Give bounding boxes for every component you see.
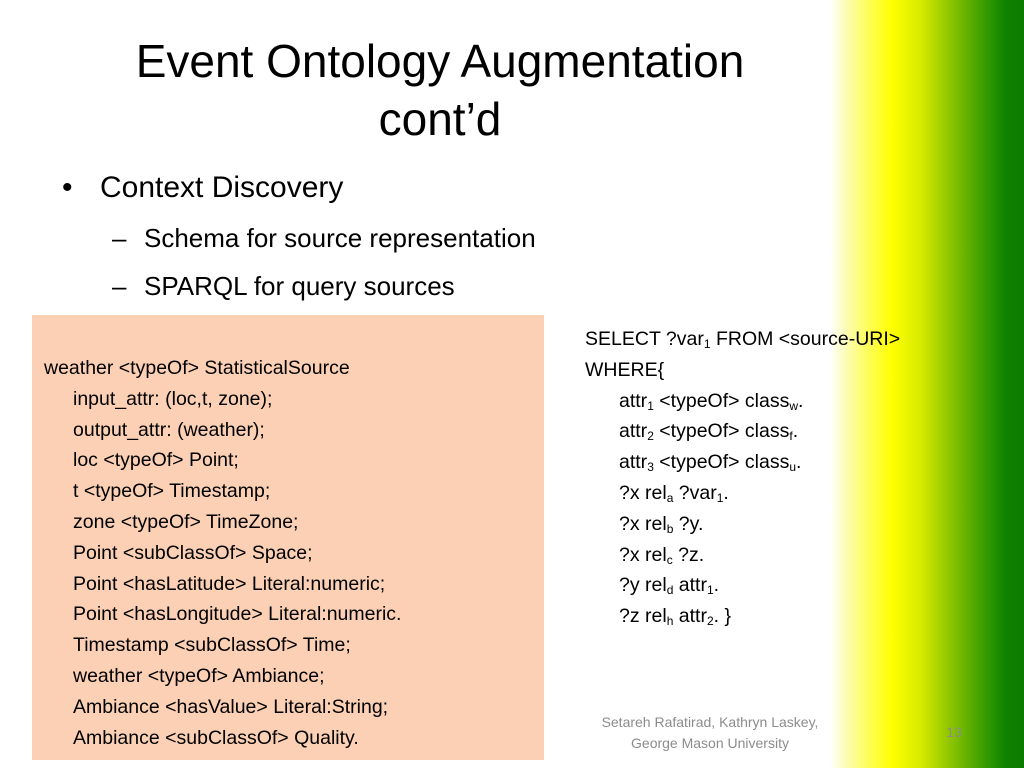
schema-line: loc <typeOf> Point; (73, 449, 239, 472)
query-text: WHERE{ (585, 358, 665, 381)
query-text: . (713, 574, 720, 597)
schema-line: Timestamp <subClassOf> Time; (73, 634, 351, 657)
sub-bullet-schema: – Schema for source representation (60, 220, 820, 256)
query-line: ?x relb ?y. (585, 509, 965, 540)
query-text: attr (619, 420, 648, 443)
footer-line-2: George Mason University (631, 735, 789, 751)
sub-bullet-text: Schema for source representation (144, 223, 536, 253)
query-line: attr3 <typeOf> classu. (585, 447, 965, 478)
bullet-dot-icon: • (62, 171, 73, 204)
query-text: FROM <source-URI> (710, 328, 901, 350)
side-gradient-band (830, 0, 1024, 768)
schema-line: Ambiance <hasValue> Literal:String; (73, 695, 389, 718)
dash-icon: – (112, 223, 127, 253)
query-subscript: w (789, 398, 799, 413)
slide-title: Event Ontology Augmentation cont’d (40, 32, 840, 148)
query-subscript: c (666, 552, 673, 567)
query-text: . } (713, 605, 732, 628)
sub-bullet-sparql: – SPARQL for query sources (60, 268, 820, 304)
query-subscript: h (666, 614, 674, 629)
footer-authors: Setareh Rafatirad, Kathryn Laskey, Georg… (574, 712, 846, 754)
schema-line: Point <hasLatitude> Literal:numeric; (73, 572, 386, 595)
query-text: ?y rel (619, 574, 667, 597)
query-text: . (796, 451, 802, 474)
query-text: ?var (673, 481, 717, 504)
schema-line: output_attr: (weather); (73, 418, 265, 441)
schema-line: input_attr: (loc,t, zone); (73, 387, 273, 410)
schema-line: Ambiance <subClassOf> Quality. (73, 726, 359, 749)
query-text: <typeOf> class (653, 451, 790, 474)
schema-line: Point <hasLongitude> Literal:numeric. (73, 603, 402, 626)
query-subscript: u (789, 460, 797, 475)
query-text: SELECT ?var (585, 328, 704, 350)
query-line: attr2 <typeOf> classf. (585, 416, 965, 447)
query-text: attr (673, 605, 707, 628)
query-subscript: d (666, 583, 674, 598)
slide-title-line-2: cont’d (378, 93, 502, 145)
query-line: ?x relc ?z. (585, 540, 965, 571)
source-schema-box: weather <typeOf> StatisticalSource input… (32, 315, 544, 760)
schema-line: zone <typeOf> TimeZone; (73, 510, 299, 533)
query-subscript: 1 (706, 583, 714, 598)
query-text: attr (619, 451, 648, 474)
query-text: ?y. (673, 512, 704, 535)
query-subscript: 1 (716, 490, 724, 505)
query-text: <typeOf> class (653, 389, 790, 412)
slide-title-line-1: Event Ontology Augmentation (135, 35, 745, 87)
query-text: attr (673, 574, 707, 597)
query-subscript: 3 (647, 460, 654, 475)
query-subscript: 1 (703, 337, 711, 351)
sub-bullet-text: SPARQL for query sources (144, 271, 455, 301)
query-subscript: 1 (647, 398, 654, 413)
schema-line: t <typeOf> Timestamp; (73, 480, 271, 503)
query-text: ?z. (672, 543, 705, 566)
bullet-context-discovery: • Context Discovery (60, 166, 820, 210)
query-text: ?z rel (619, 605, 667, 628)
query-subscript: a (666, 490, 674, 505)
query-text: . (723, 481, 729, 504)
bullet-list: • Context Discovery – Schema for source … (60, 166, 820, 304)
query-line: ?y reld attr1. (585, 570, 965, 601)
query-text: <typeOf> class (653, 420, 790, 443)
page-number: 13 (946, 724, 962, 740)
query-text: . (798, 389, 804, 412)
bullet-text: Context Discovery (100, 171, 344, 204)
query-text: . (792, 420, 799, 443)
query-line-where: WHERE{ (585, 355, 965, 386)
dash-icon: – (112, 271, 127, 301)
query-subscript: f (789, 429, 793, 444)
query-line: ?z relh attr2. } (585, 601, 965, 632)
query-line: attr1 <typeOf> classw. (585, 386, 965, 417)
query-subscript: 2 (647, 429, 654, 444)
query-text: ?x rel (619, 512, 667, 535)
schema-header-line: weather <typeOf> StatisticalSource (44, 357, 350, 379)
query-line-select: SELECT ?var1 FROM <source-URI> (585, 324, 965, 355)
footer-line-1: Setareh Rafatirad, Kathryn Laskey, (601, 714, 819, 730)
query-subscript: b (666, 521, 674, 536)
query-text: attr (619, 389, 648, 412)
schema-line: Point <subClassOf> Space; (73, 541, 313, 564)
query-line: ?x rela ?var1. (585, 478, 965, 509)
query-text: ?x rel (619, 543, 667, 566)
query-subscript: 2 (706, 614, 714, 629)
sparql-query-block: SELECT ?var1 FROM <source-URI> WHERE{ at… (585, 324, 965, 632)
query-text: ?x rel (619, 481, 667, 504)
schema-line: weather <typeOf> Ambiance; (73, 664, 325, 687)
